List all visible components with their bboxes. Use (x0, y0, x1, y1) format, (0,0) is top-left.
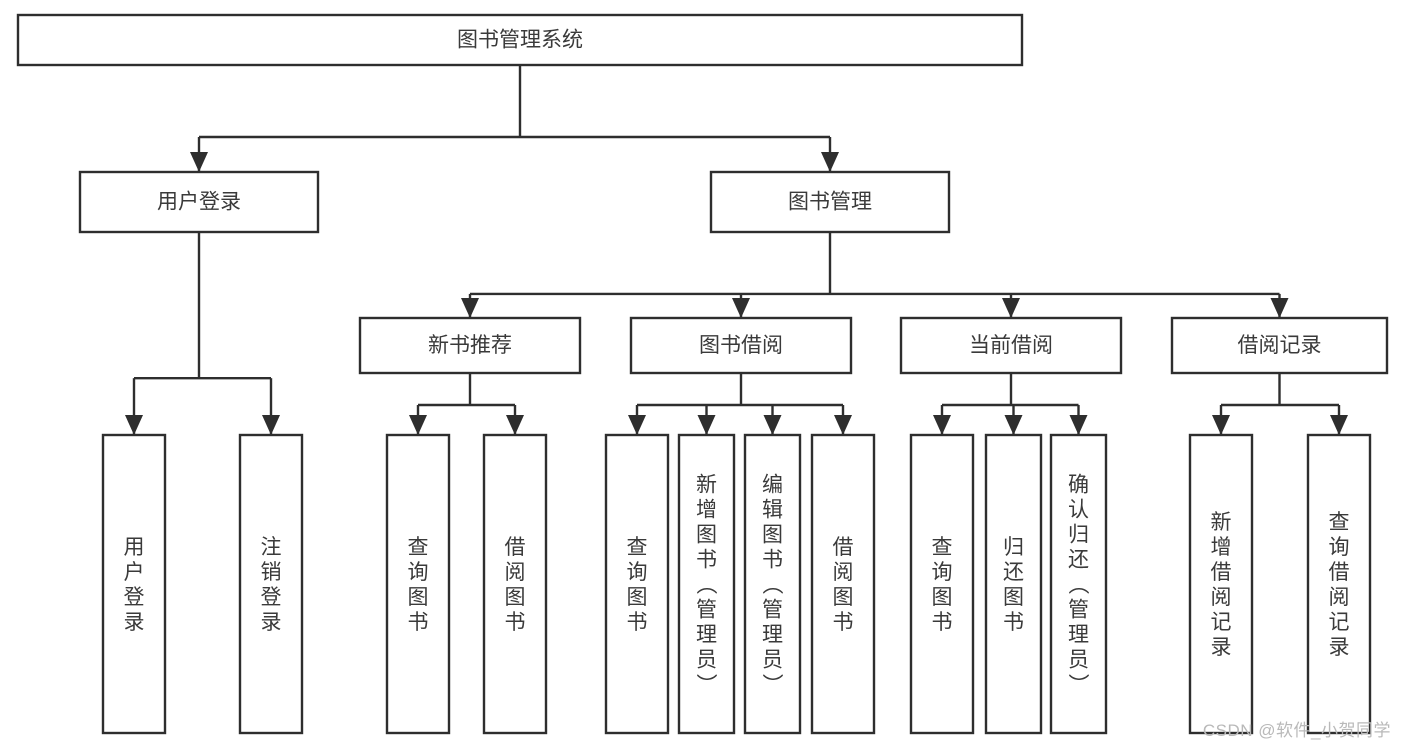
node-box-leaf-add-book[interactable] (677, 433, 736, 735)
edge-arrow-icon (409, 415, 427, 435)
node-root[interactable]: 图书管理系统 (16, 13, 1024, 67)
edge-arrow-icon (1270, 298, 1289, 318)
node-current-borrow[interactable]: 当前借阅 (899, 316, 1123, 375)
node-box-user-login[interactable] (78, 170, 320, 234)
node-box-book-manage[interactable] (709, 170, 951, 234)
node-label-root: 图书管理系统 (457, 29, 583, 52)
node-label-leaf-user-login: 用户登录 (124, 536, 145, 634)
node-label-leaf-return-book: 归还图书 (1003, 536, 1024, 634)
edge-group-book-manage (461, 232, 1289, 318)
edge-arrow-icon (1212, 415, 1230, 435)
node-label-borrow-record: 借阅记录 (1238, 334, 1322, 357)
edge-arrow-icon (1002, 298, 1020, 318)
edge-arrow-icon (190, 152, 208, 172)
node-leaf-borrow-book-2[interactable]: 借阅图书 (810, 433, 876, 735)
node-label-leaf-add-record: 新增借阅记录 (1211, 511, 1232, 659)
node-box-leaf-user-login[interactable] (101, 433, 167, 735)
node-label-leaf-borrow-book-2: 借阅图书 (833, 536, 854, 634)
node-book-manage[interactable]: 图书管理 (709, 170, 951, 234)
edges-layer (125, 65, 1348, 435)
edge-arrow-icon (732, 298, 750, 318)
node-user-login[interactable]: 用户登录 (78, 170, 320, 234)
node-box-current-borrow[interactable] (899, 316, 1123, 375)
node-label-leaf-query-record: 查询借阅记录 (1329, 511, 1350, 659)
edge-arrow-icon (506, 415, 524, 435)
edge-arrow-icon (834, 415, 852, 435)
node-label-leaf-edit-book: 编辑图书（管理员） (762, 474, 784, 697)
node-box-new-book-recommend[interactable] (358, 316, 582, 375)
node-box-leaf-query-book-1[interactable] (385, 433, 451, 735)
node-box-book-borrow[interactable] (629, 316, 853, 375)
node-leaf-query-book-1[interactable]: 查询图书 (385, 433, 451, 735)
node-leaf-return-book[interactable]: 归还图书 (984, 433, 1043, 735)
node-label-leaf-query-book-1: 查询图书 (408, 536, 429, 634)
node-box-leaf-query-book-2[interactable] (604, 433, 670, 735)
node-label-leaf-query-book-2: 查询图书 (627, 536, 648, 634)
edge-group-user-login (125, 232, 280, 435)
node-leaf-logout[interactable]: 注销登录 (238, 433, 304, 735)
node-label-user-login: 用户登录 (157, 191, 241, 214)
edge-group-book-borrow (628, 373, 852, 435)
node-label-current-borrow: 当前借阅 (969, 334, 1053, 357)
edge-arrow-icon (628, 415, 646, 435)
node-box-borrow-record[interactable] (1170, 316, 1389, 375)
node-leaf-edit-book[interactable]: 编辑图书（管理员） (743, 433, 802, 735)
node-label-book-manage: 图书管理 (788, 191, 872, 214)
node-label-leaf-borrow-book-1: 借阅图书 (505, 536, 526, 634)
node-box-leaf-borrow-book-2[interactable] (810, 433, 876, 735)
edge-arrow-icon (461, 298, 479, 318)
node-box-leaf-edit-book[interactable] (743, 433, 802, 735)
node-book-borrow[interactable]: 图书借阅 (629, 316, 853, 375)
node-label-leaf-query-book-3: 查询图书 (932, 536, 953, 634)
node-box-leaf-confirm-return[interactable] (1049, 433, 1108, 735)
node-label-leaf-add-book: 新增图书（管理员） (696, 474, 718, 697)
nodes-layer: 图书管理系统用户登录图书管理新书推荐图书借阅当前借阅借阅记录用户登录注销登录查询… (16, 13, 1389, 735)
node-label-new-book-recommend: 新书推荐 (428, 334, 512, 357)
node-label-book-borrow: 图书借阅 (699, 334, 783, 357)
edge-arrow-icon (933, 415, 951, 435)
node-leaf-user-login[interactable]: 用户登录 (101, 433, 167, 735)
node-leaf-add-book[interactable]: 新增图书（管理员） (677, 433, 736, 735)
node-leaf-borrow-book-1[interactable]: 借阅图书 (482, 433, 548, 735)
node-box-leaf-query-book-3[interactable] (909, 433, 975, 735)
node-label-leaf-logout: 注销登录 (261, 536, 282, 634)
node-box-leaf-return-book[interactable] (984, 433, 1043, 735)
edge-group-root (190, 65, 839, 172)
edge-group-new-book-recommend (409, 373, 524, 435)
node-box-leaf-borrow-book-1[interactable] (482, 433, 548, 735)
edge-arrow-icon (763, 415, 782, 435)
edge-arrow-icon (262, 415, 280, 435)
node-box-root[interactable] (16, 13, 1024, 67)
node-borrow-record[interactable]: 借阅记录 (1170, 316, 1389, 375)
node-box-leaf-query-record[interactable] (1306, 433, 1372, 735)
node-leaf-query-book-2[interactable]: 查询图书 (604, 433, 670, 735)
node-label-leaf-confirm-return: 确认归还（管理员） (1068, 474, 1090, 697)
node-box-leaf-logout[interactable] (238, 433, 304, 735)
node-leaf-add-record[interactable]: 新增借阅记录 (1188, 433, 1254, 735)
edge-group-borrow-record (1212, 373, 1348, 435)
node-leaf-query-record[interactable]: 查询借阅记录 (1306, 433, 1372, 735)
node-leaf-query-book-3[interactable]: 查询图书 (909, 433, 975, 735)
edge-arrow-icon (125, 415, 143, 435)
edge-arrow-icon (1004, 415, 1023, 435)
edge-arrow-icon (1330, 415, 1348, 435)
node-leaf-confirm-return[interactable]: 确认归还（管理员） (1049, 433, 1108, 735)
edge-arrow-icon (697, 415, 716, 435)
edge-arrow-icon (1069, 415, 1088, 435)
edge-group-current-borrow (933, 373, 1088, 435)
node-new-book-recommend[interactable]: 新书推荐 (358, 316, 582, 375)
node-box-leaf-add-record[interactable] (1188, 433, 1254, 735)
edge-arrow-icon (821, 152, 839, 172)
watermark-label: CSDN @软件_小贺同学 (1202, 721, 1391, 740)
